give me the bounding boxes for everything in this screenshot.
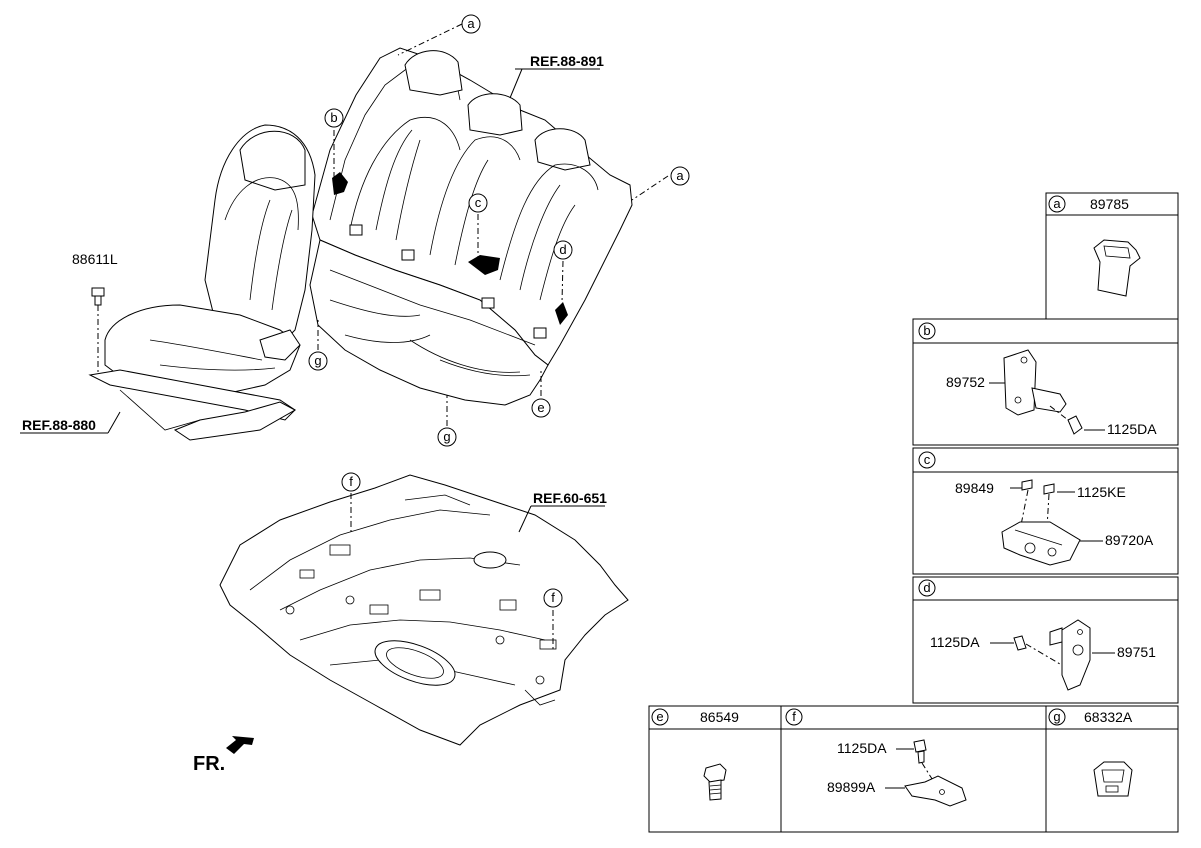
detail-box-a: a 89785 bbox=[1045, 192, 1179, 320]
box-letter: e bbox=[656, 709, 663, 724]
bracket-89899a-drawing bbox=[904, 739, 967, 807]
box-c-part-1: 89849 bbox=[955, 480, 994, 496]
clip-89785-drawing bbox=[1093, 239, 1141, 297]
callout-d: d bbox=[553, 240, 573, 260]
bracket-89751-drawing bbox=[1013, 619, 1091, 691]
detail-box-d: d 1125DA 89751 bbox=[912, 576, 1179, 704]
callout-letter: c bbox=[475, 195, 482, 210]
bracket-89752-drawing bbox=[1003, 349, 1083, 435]
fr-label: FR. bbox=[193, 753, 225, 775]
callout-g-left: g bbox=[308, 351, 328, 371]
callout-letter: f bbox=[349, 474, 353, 489]
box-g-part-number: 68332A bbox=[1084, 709, 1133, 725]
detail-box-b: b 89752 1125DA bbox=[912, 318, 1179, 446]
callout-f-left: f bbox=[341, 472, 361, 492]
box-c-part-3: 89720A bbox=[1105, 532, 1154, 548]
ref-label-back: REF.88-891 bbox=[530, 53, 604, 69]
box-letter: d bbox=[923, 580, 930, 595]
hinge-89720a-drawing bbox=[1001, 479, 1081, 566]
callout-a-top: a bbox=[461, 14, 481, 34]
floor-panel-drawing bbox=[219, 474, 629, 746]
box-f-part-1: 1125DA bbox=[837, 740, 887, 756]
callout-letter: b bbox=[330, 110, 337, 125]
callout-letter: d bbox=[559, 242, 566, 257]
ref-label-floor: REF.60-651 bbox=[533, 490, 607, 506]
ref-label-front-seat: REF.88-880 bbox=[22, 417, 96, 433]
callout-letter: a bbox=[467, 16, 475, 31]
callout-f-right: f bbox=[543, 588, 563, 608]
front-arrow-icon bbox=[226, 736, 254, 754]
callout-letter: e bbox=[537, 400, 544, 415]
box-f-part-2: 89899A bbox=[827, 779, 876, 795]
box-a-part-number: 89785 bbox=[1090, 196, 1129, 212]
callout-letter: g bbox=[314, 353, 321, 368]
leader-lines bbox=[20, 23, 669, 650]
box-letter: c bbox=[924, 452, 931, 467]
bolt-86549-drawing bbox=[703, 763, 727, 801]
front-direction-indicator: FR. bbox=[193, 736, 254, 775]
box-letter: f bbox=[792, 709, 796, 724]
callout-c: c bbox=[468, 193, 488, 213]
box-b-part-2: 1125DA bbox=[1107, 421, 1157, 437]
box-letter: g bbox=[1053, 709, 1060, 724]
box-letter: b bbox=[923, 323, 930, 338]
front-seat-drawing bbox=[88, 124, 316, 441]
detail-box-f: f 1125DA 89899A bbox=[780, 705, 1047, 833]
callout-letter: a bbox=[676, 168, 684, 183]
box-d-part-1: 1125DA bbox=[930, 634, 980, 650]
box-d-part-2: 89751 bbox=[1117, 644, 1156, 660]
part-number-front-bolt: 88611L bbox=[72, 251, 118, 267]
callout-g-bottom: g bbox=[437, 427, 457, 447]
box-b-part-1: 89752 bbox=[946, 374, 985, 390]
callout-e: e bbox=[531, 398, 551, 418]
detail-box-g: g 68332A bbox=[1045, 705, 1179, 833]
detail-box-c: c 89849 1125KE 89720A bbox=[912, 447, 1179, 575]
box-c-part-2: 1125KE bbox=[1077, 484, 1126, 500]
callout-b: b bbox=[324, 108, 344, 128]
front-bolt-88611l-drawing bbox=[91, 287, 105, 306]
callout-letter: g bbox=[443, 429, 450, 444]
rear-seat-back-drawing bbox=[309, 47, 633, 406]
callout-a-right: a bbox=[670, 166, 690, 186]
box-e-part-number: 86549 bbox=[700, 709, 739, 725]
callout-letter: f bbox=[551, 590, 555, 605]
box-letter: a bbox=[1053, 196, 1061, 211]
detail-box-e: e 86549 bbox=[648, 705, 782, 833]
clip-68332a-drawing bbox=[1093, 761, 1133, 797]
